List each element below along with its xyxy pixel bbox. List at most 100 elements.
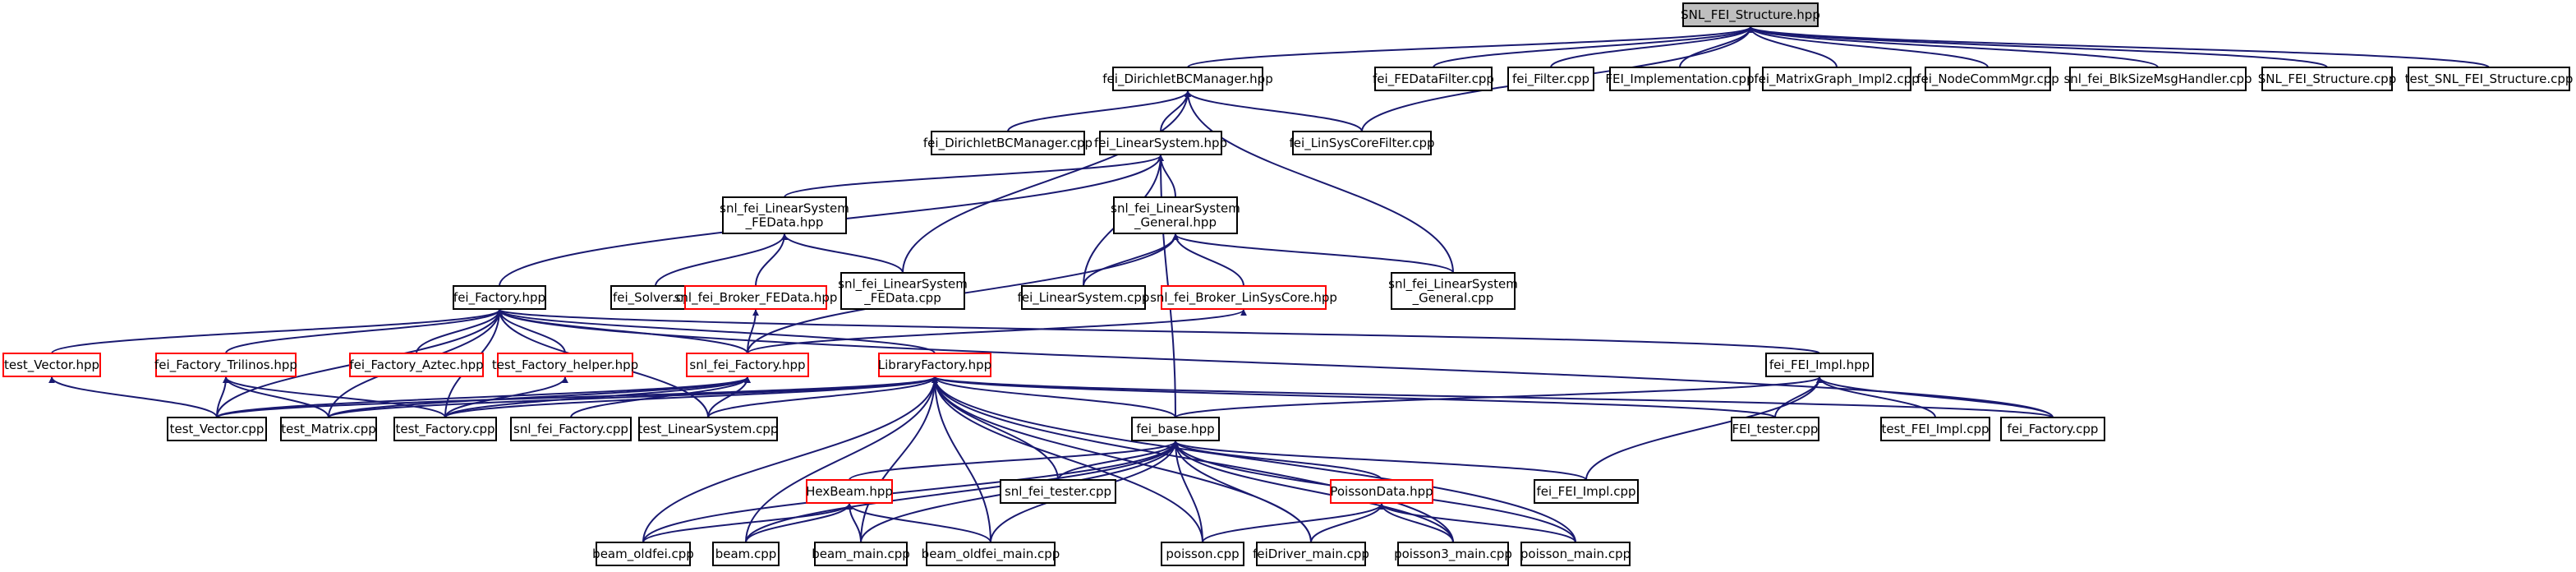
edge-snlc-to-root <box>1747 26 2328 68</box>
node-bof[interactable]: beam_oldfei.cpp <box>592 542 694 566</box>
node-box <box>393 417 497 441</box>
node-ftc[interactable]: FEI_tester.cpp <box>1731 417 1819 441</box>
node-label: beam.cpp <box>715 547 777 561</box>
node-label: beam_oldfei.cpp <box>592 547 694 562</box>
node-label: test_Vector.cpp <box>170 422 264 437</box>
node-lscf[interactable]: fei_LinSysCoreFilter.cpp <box>1290 131 1435 155</box>
node-tlsc[interactable]: test_LinearSystem.cpp <box>638 417 779 441</box>
node-slfe[interactable]: snl_fei_LinearSystem_FEData.hpp <box>720 196 849 234</box>
node-sftc[interactable]: snl_fei_tester.cpp <box>1000 479 1116 504</box>
edge-fdm-to-fbh <box>1172 441 1312 543</box>
edge-fbh-to-lfh <box>932 376 1176 418</box>
edge-slfe-to-lsh <box>784 155 1164 198</box>
node-label: fei_Factory.cpp <box>2008 422 2099 437</box>
node-box <box>1113 196 1238 234</box>
node-bm[interactable]: beam_main.cpp <box>812 542 910 566</box>
node-root[interactable]: SNL_FEI_Structure.hpp <box>1681 2 1820 27</box>
node-lfh[interactable]: LibraryFactory.hpp <box>878 353 991 377</box>
node-fimh[interactable]: fei_FEI_Impl.hpp <box>1765 353 1874 377</box>
edge-tmc-to-lfh <box>328 376 938 418</box>
edge-tvc-to-sfh <box>216 376 751 418</box>
node-faz[interactable]: fei_Factory_Aztec.hpp <box>349 353 484 377</box>
node-bofm[interactable]: beam_oldfei_main.cpp <box>922 542 1060 566</box>
node-lsh[interactable]: fei_LinearSystem.hpp <box>1094 131 1227 155</box>
node-blsc[interactable]: snl_fei_Broker_LinSysCore.hpp <box>1150 285 1337 310</box>
node-bfe[interactable]: snl_fei_Broker_FEData.hpp <box>674 285 838 310</box>
edge-solv-to-slfe <box>655 233 788 287</box>
node-label: feiDriver_main.cpp <box>1253 547 1369 562</box>
node-fbh[interactable]: fei_base.hpp <box>1131 417 1220 441</box>
node-box <box>1021 285 1146 310</box>
node-ftri[interactable]: fei_Factory_Trilinos.hpp <box>154 353 297 377</box>
node-tmc[interactable]: test_Matrix.cpp <box>280 417 377 441</box>
edge-tfc-to-ftri <box>223 376 446 418</box>
node-fimc[interactable]: fei_FEI_Impl.cpp <box>1534 479 1639 504</box>
node-label: SNL_FEI_Structure.cpp <box>2258 72 2396 87</box>
node-label: fei_FEDataFilter.cpp <box>1373 72 1494 87</box>
node-pc[interactable]: poisson.cpp <box>1161 542 1244 566</box>
node-label: snl_fei_LinearSystem <box>838 277 968 293</box>
node-sfh[interactable]: snl_fei_Factory.hpp <box>686 353 809 377</box>
node-box <box>684 285 827 310</box>
node-bsmh[interactable]: snl_fei_BlkSizeMsgHandler.cpp <box>2063 67 2252 91</box>
node-tsnl[interactable]: test_SNL_FEI_Structure.cpp <box>2405 67 2574 91</box>
node-fach[interactable]: fei_Factory.hpp <box>453 285 546 310</box>
node-box <box>2000 417 2105 441</box>
node-p3m[interactable]: poisson3_main.cpp <box>1394 542 1512 566</box>
edges-layer <box>48 26 2490 543</box>
node-hbh[interactable]: HexBeam.hpp <box>806 479 893 504</box>
node-slgh[interactable]: snl_fei_LinearSystem_General.hpp <box>1111 196 1240 234</box>
node-tfc[interactable]: test_Factory.cpp <box>393 417 497 441</box>
node-box <box>1112 67 1263 91</box>
node-ncm[interactable]: fei_NodeCommMgr.cpp <box>1916 67 2059 91</box>
node-sfc[interactable]: snl_fei_Factory.cpp <box>510 417 632 441</box>
edge-faz-to-fach <box>416 309 503 354</box>
node-label: FEI_Implementation.cpp <box>1605 72 1754 87</box>
edge-pc-to-lfh <box>932 376 1203 543</box>
edge-slgc-to-slgh <box>1172 233 1454 274</box>
node-mgi2[interactable]: fei_MatrixGraph_Impl2.cpp <box>1754 67 1920 91</box>
node-tfhh[interactable]: test_Factory_helper.hpp <box>492 353 638 377</box>
edge-sfh-to-blsc <box>747 309 1247 354</box>
edge-pc-to-pdh <box>1202 503 1385 543</box>
node-box <box>1880 417 1990 441</box>
node-lsc[interactable]: fei_LinearSystem.cpp <box>1018 285 1150 310</box>
node-tvc[interactable]: test_Vector.cpp <box>167 417 267 441</box>
edge-tsnl-to-root <box>1747 26 2490 68</box>
node-label: fei_Factory_Aztec.hpp <box>349 358 483 373</box>
node-label: snl_fei_tester.cpp <box>1005 484 1111 500</box>
node-dbcmc[interactable]: fei_DirichletBCManager.cpp <box>923 131 1092 155</box>
edge-pc-to-fbh <box>1172 441 1203 543</box>
node-slgc[interactable]: snl_fei_LinearSystem_General.cpp <box>1388 272 1518 310</box>
node-slfec[interactable]: snl_fei_LinearSystem_FEData.cpp <box>838 272 968 310</box>
node-label: test_Factory.cpp <box>395 422 494 437</box>
node-filt[interactable]: fei_Filter.cpp <box>1507 67 1594 91</box>
edge-bofm-to-lfh <box>932 376 991 543</box>
node-box <box>2408 67 2570 91</box>
edge-slgh-to-lsh <box>1157 155 1176 198</box>
node-pdh[interactable]: PoissonData.hpp <box>1330 479 1433 504</box>
edge-sfc-to-sfh <box>570 376 751 418</box>
node-label: LibraryFactory.hpp <box>878 358 991 372</box>
edge-bof-to-lfh <box>642 376 938 543</box>
node-label: snl_fei_Broker_LinSysCore.hpp <box>1150 290 1337 306</box>
node-snlc[interactable]: SNL_FEI_Structure.cpp <box>2258 67 2396 91</box>
node-fedf[interactable]: fei_FEDataFilter.cpp <box>1373 67 1494 91</box>
node-feiimpl[interactable]: FEI_Implementation.cpp <box>1605 67 1755 91</box>
node-tvh[interactable]: test_Vector.hpp <box>2 353 101 377</box>
edge-fimc-to-fbh <box>1172 441 1587 481</box>
node-pm[interactable]: poisson_main.cpp <box>1520 542 1631 566</box>
node-bc[interactable]: beam.cpp <box>712 542 780 566</box>
node-fdm[interactable]: feiDriver_main.cpp <box>1253 542 1369 566</box>
node-tfic[interactable]: test_FEI_Impl.cpp <box>1880 417 1990 441</box>
node-label: snl_fei_LinearSystem <box>720 201 849 217</box>
node-box <box>1161 285 1327 310</box>
node-ffc[interactable]: fei_Factory.cpp <box>2000 417 2105 441</box>
edge-tfic-to-fimh <box>1816 376 1936 418</box>
node-label: fei_NodeCommMgr.cpp <box>1916 72 2059 87</box>
node-label: fei_base.hpp <box>1136 422 1214 437</box>
edge-bof-to-fbh <box>642 441 1179 543</box>
node-dbcm[interactable]: fei_DirichletBCManager.hpp <box>1102 67 1273 91</box>
